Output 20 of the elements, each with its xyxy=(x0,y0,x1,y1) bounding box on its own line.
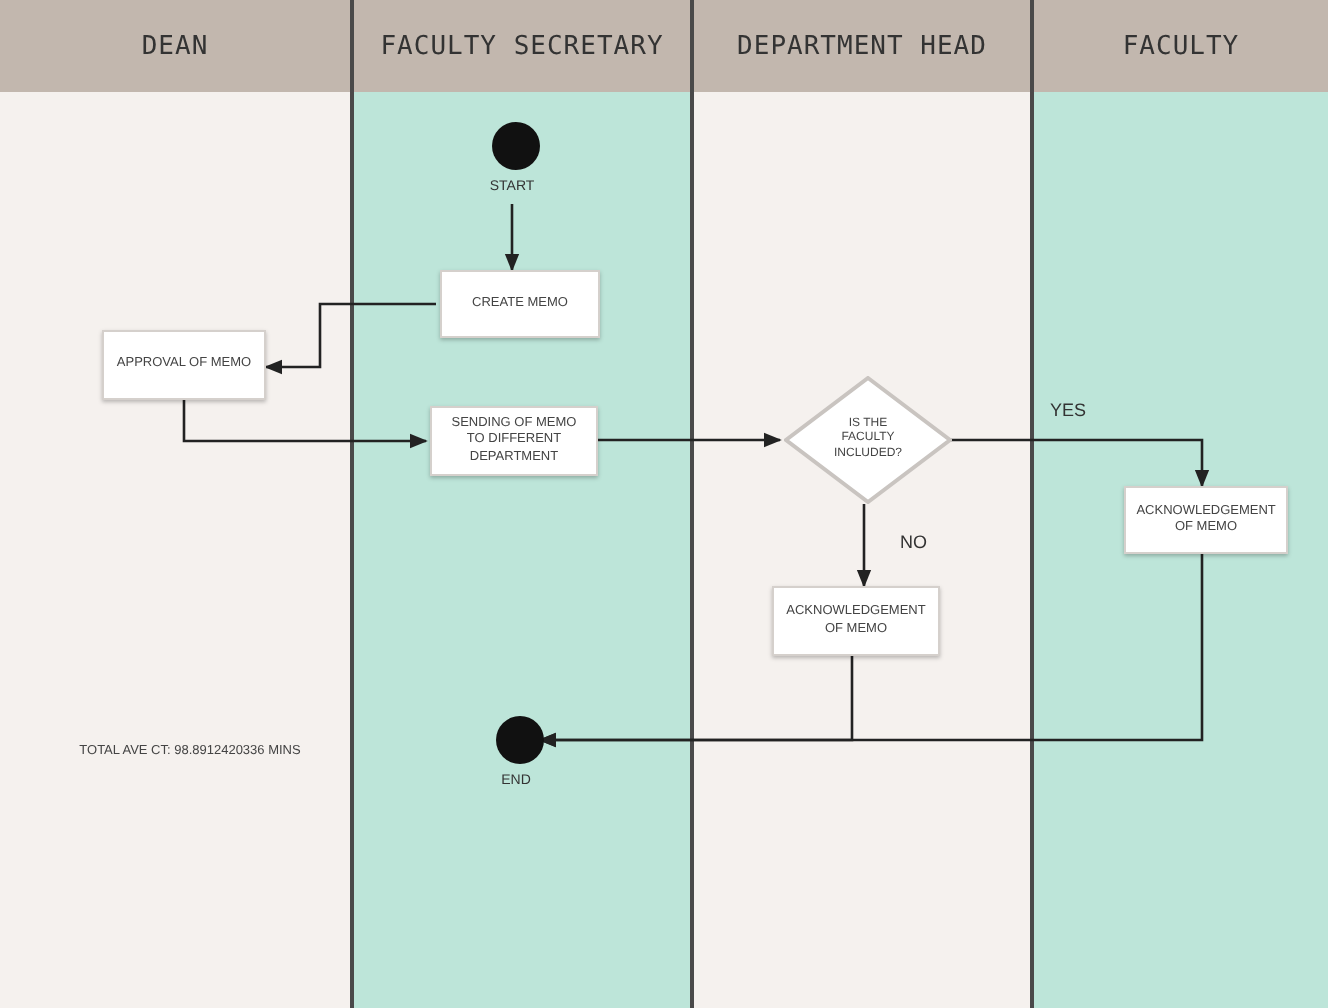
terminal-circle xyxy=(496,716,544,764)
arrow xyxy=(182,400,428,449)
decision-diamond xyxy=(784,376,952,504)
arrow xyxy=(538,554,1204,748)
lane-header: FACULTY xyxy=(1034,0,1328,92)
swimlane xyxy=(690,0,1030,1008)
terminal-circle xyxy=(492,122,540,170)
arrow xyxy=(264,302,436,375)
edge-label: NO xyxy=(900,532,927,552)
edge-label: YES xyxy=(1050,400,1087,420)
swimlane xyxy=(1030,0,1328,1008)
lane-header: DEPARTMENT HEAD xyxy=(694,0,1030,92)
lane-header: FACULTY SECRETARY xyxy=(354,0,690,92)
arrow xyxy=(948,438,1210,488)
swimlane xyxy=(350,0,690,1008)
arrow xyxy=(594,432,782,448)
swimlane xyxy=(0,0,350,1008)
arrow xyxy=(856,504,872,588)
lane-header: DEAN xyxy=(0,0,350,92)
arrow xyxy=(504,204,520,272)
